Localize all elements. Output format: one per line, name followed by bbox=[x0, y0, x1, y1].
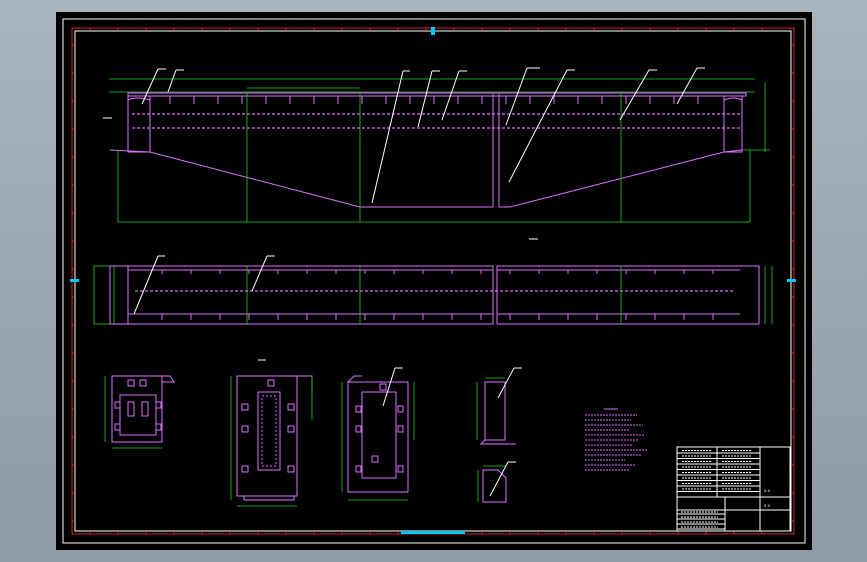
title-block-label-a: x.x bbox=[764, 488, 771, 493]
centering-markers bbox=[70, 27, 796, 534]
drawing-canvas[interactable]: x.x x x bbox=[56, 12, 812, 550]
section-e[interactable] bbox=[477, 461, 516, 503]
title-block-label-b: x x bbox=[764, 503, 771, 508]
section-a[interactable] bbox=[104, 375, 175, 449]
elevation-leaders bbox=[141, 67, 705, 204]
plan-stiffener-ticks bbox=[161, 270, 714, 320]
drawing-sheet: x.x x x bbox=[56, 12, 812, 550]
section-b[interactable] bbox=[230, 359, 313, 507]
plan-view[interactable] bbox=[93, 255, 773, 325]
section-d[interactable] bbox=[476, 367, 522, 445]
technical-notes bbox=[585, 408, 647, 471]
elevation-view[interactable] bbox=[103, 67, 770, 240]
section-c[interactable] bbox=[341, 367, 415, 501]
title-block[interactable]: x.x x x bbox=[676, 446, 791, 532]
top-stiffeners bbox=[169, 96, 699, 104]
border-ruler bbox=[72, 28, 794, 534]
